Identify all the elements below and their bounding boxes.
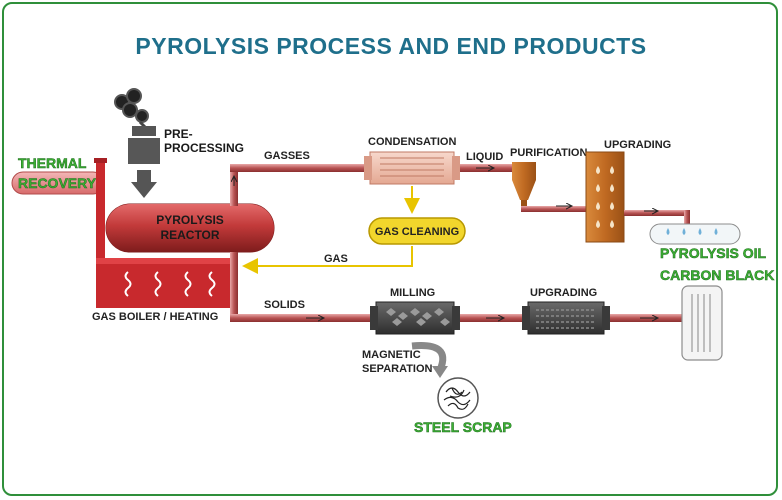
carbon-black-label: CARBON BLACK (660, 267, 774, 283)
upgrading-tank (585, 151, 625, 243)
reactor-label-line1: PYROLYSIS (156, 213, 224, 227)
reactor-label-line2: REACTOR (160, 228, 219, 242)
condensation-label: CONDENSATION (368, 136, 456, 148)
gas-line (242, 186, 420, 274)
chimney (96, 160, 105, 268)
pyrolysis-oil-label: PYROLYSIS OIL (660, 245, 767, 261)
page-title: PYROLYSIS PROCESS AND END PRODUCTS (135, 33, 646, 59)
gasses-pipe (230, 164, 372, 206)
upgrading-bottom-label: UPGRADING (530, 287, 597, 299)
tire-pile-icon (114, 88, 149, 123)
carbon-black-container (681, 285, 723, 361)
gas-label: GAS (324, 253, 348, 265)
steel-scrap-icon (437, 377, 479, 419)
gas-cleaning-label: GAS CLEANING (375, 226, 459, 238)
upgrading-top-label: UPGRADING (604, 139, 671, 151)
gas-cleaning-unit (368, 217, 466, 245)
solids-label: SOLIDS (264, 299, 305, 311)
down-arrow-icon (131, 170, 157, 198)
gas-boiler-label: GAS BOILER / HEATING (92, 311, 218, 323)
thermal-recovery-label-line1: THERMAL (18, 155, 87, 171)
pre-processing-label-line2: PROCESSING (164, 141, 244, 155)
thermal-recovery-label-line2: RECOVERY (18, 175, 97, 191)
purification-funnel (512, 162, 536, 210)
magnetic-separation-arrow (411, 342, 447, 372)
steel-scrap-label: STEEL SCRAP (414, 419, 512, 435)
gasses-label: GASSES (264, 150, 310, 162)
gas-boiler (96, 258, 234, 308)
condensation-unit (364, 151, 460, 185)
upgrading-bottom-unit (522, 301, 610, 335)
pyrolysis-oil-container (649, 223, 741, 245)
magnetic-separation-label-line1: MAGNETIC (362, 349, 421, 361)
purification-label: PURIFICATION (510, 147, 587, 159)
pre-processing-hopper-icon (128, 126, 160, 164)
pyrolysis-reactor (105, 203, 275, 253)
milling-label: MILLING (390, 287, 435, 299)
flame-icons (124, 271, 216, 297)
liquid-label: LIQUID (466, 151, 503, 163)
magnetic-separation-label-line2: SEPARATION (362, 363, 433, 375)
milling-unit (370, 301, 460, 335)
pre-processing-label-line1: PRE- (164, 127, 193, 141)
